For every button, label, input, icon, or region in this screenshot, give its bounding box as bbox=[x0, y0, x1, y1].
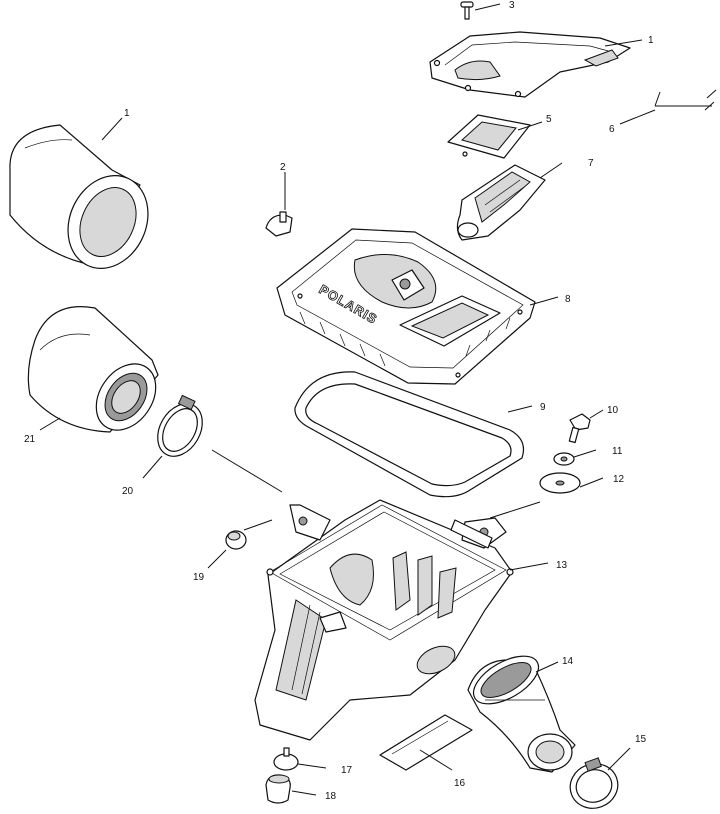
part-21-filter-element bbox=[27, 306, 159, 433]
part-5-gasket bbox=[447, 114, 531, 159]
callout-18: 18 bbox=[325, 791, 337, 802]
callout-15: 15 bbox=[635, 734, 647, 745]
reference-line bbox=[211, 449, 283, 493]
part-9-seal bbox=[294, 371, 525, 498]
part-1-foam-filter bbox=[9, 124, 149, 269]
callout-10: 10 bbox=[607, 405, 619, 416]
part-11-washer bbox=[553, 452, 575, 466]
part-12-washer bbox=[539, 472, 581, 494]
part-2-clip bbox=[265, 211, 293, 237]
callout-7: 7 bbox=[588, 158, 594, 169]
callout-1-left: 1 bbox=[124, 108, 130, 119]
part-18-plug bbox=[265, 774, 291, 804]
part-1-intake-cover bbox=[429, 31, 631, 98]
part-16-pad bbox=[379, 714, 473, 771]
part-19-grommet bbox=[225, 530, 247, 550]
part-13-airbox-base bbox=[254, 499, 514, 741]
callout-16: 16 bbox=[454, 778, 466, 789]
part-15-clamp bbox=[569, 757, 619, 809]
callout-20: 20 bbox=[122, 486, 134, 497]
part-10-bolt bbox=[568, 413, 591, 444]
part-3-screw bbox=[460, 1, 474, 20]
callout-17: 17 bbox=[341, 765, 353, 776]
callout-12: 12 bbox=[613, 474, 625, 485]
part-20-clamp bbox=[157, 394, 203, 457]
callout-14: 14 bbox=[562, 656, 574, 667]
callout-5: 5 bbox=[546, 114, 552, 125]
callout-21: 21 bbox=[24, 434, 36, 445]
part-8-airbox-cover: POLARIS bbox=[276, 228, 536, 385]
callout-3: 3 bbox=[509, 0, 515, 11]
callout-11: 11 bbox=[612, 446, 623, 457]
callout-13: 13 bbox=[556, 560, 568, 571]
callout-1-top: 1 bbox=[648, 35, 654, 46]
part-6-reference bbox=[654, 89, 717, 111]
part-17-cap bbox=[273, 747, 299, 771]
callout-9: 9 bbox=[540, 402, 546, 413]
callout-19: 19 bbox=[193, 572, 205, 583]
part-14-intake-boot bbox=[467, 655, 576, 773]
callout-8: 8 bbox=[565, 294, 571, 305]
callout-2: 2 bbox=[280, 162, 286, 173]
callout-6: 6 bbox=[609, 124, 615, 135]
part-7-adaptor bbox=[456, 164, 546, 241]
